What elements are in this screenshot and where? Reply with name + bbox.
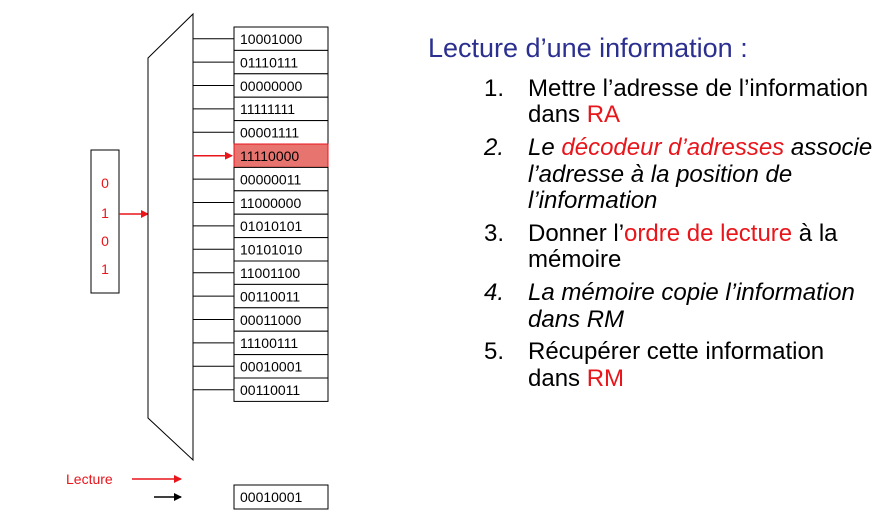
memory-cells: 10001000 01110111 00000000 11111111 00001111… <box>193 26 329 402</box>
panel-title-text: Lecture d’une information <box>428 33 733 63</box>
memory-cell-value: 11110000 <box>240 148 299 164</box>
panel-title-suffix: : <box>732 33 748 63</box>
step-highlight: RA <box>586 101 621 129</box>
step-item: 3. Donner l’ordre de lecture à la mémoir… <box>428 219 878 274</box>
step-item: 5. Récupérer cette information dans RM <box>428 339 878 392</box>
memory-cell-value: 11000000 <box>240 195 301 211</box>
memory-cell-value: 00110011 <box>240 288 300 304</box>
memory-cell-value: 11001100 <box>240 265 300 281</box>
step-text: à la mémoire <box>528 219 838 274</box>
memory-cell-value: 00011000 <box>240 312 301 328</box>
memory-cell-value: 00110011 <box>240 382 300 398</box>
memory-cell-value: 10101010 <box>240 242 303 258</box>
step-number: 5. <box>484 338 505 366</box>
memory-cell-value: 11111111 <box>240 101 295 117</box>
step-text: Le <box>528 133 562 161</box>
ra-bit: 0 <box>101 175 109 191</box>
memory-cell <box>233 377 329 402</box>
memory-cell-value: 00000000 <box>240 78 303 94</box>
data-register-rm: 00010001 <box>233 484 329 510</box>
explanation-panel: Lecture d’une information : 1. Mettre l’… <box>428 33 878 399</box>
step-text: Mettre l’adresse de l’information dans <box>528 74 869 129</box>
step-number: 2. <box>484 133 505 161</box>
memory-cell-value: 11100111 <box>240 335 298 351</box>
memory-diagram: 0 1 0 1 10001000011101110000000011111111… <box>66 12 329 510</box>
memory-cell-value: 00001111 <box>240 125 299 141</box>
step-text: Récupérer cette information dans <box>528 338 825 392</box>
step-number: 1. <box>484 74 505 102</box>
address-decoder <box>147 12 194 462</box>
memory-cell-value: 01110111 <box>240 54 298 70</box>
ra-bit: 1 <box>101 261 109 277</box>
step-number: 4. <box>484 279 505 307</box>
step-text: associe l’adresse à la position de l’inf… <box>528 133 873 215</box>
step-highlight: ordre de lecture <box>624 219 793 247</box>
step-item: 4. La mémoire copie l’information dans R… <box>428 279 878 333</box>
step-item: 2. Le décodeur d’adresses associe l’adre… <box>428 133 878 215</box>
lecture-label: Lecture <box>66 471 113 487</box>
step-item: 1. Mettre l’adresse de l’information dan… <box>428 74 878 129</box>
memory-cell-value: 10001000 <box>240 31 303 47</box>
memory-cell-value: 01010101 <box>240 218 303 234</box>
step-highlight: RM <box>586 364 625 392</box>
step-text: Donner l’ <box>528 219 625 247</box>
ra-bit: 1 <box>101 205 109 221</box>
step-text: La mémoire copie l’information dans RM <box>528 279 855 333</box>
address-register-ra: 0 1 0 1 <box>90 149 120 294</box>
panel-title: Lecture d’une information : <box>428 33 878 64</box>
ra-bit: 0 <box>101 233 109 249</box>
memory-cell-value: 00010001 <box>240 359 303 375</box>
memory-cell-value: 00000011 <box>240 171 301 187</box>
step-number: 3. <box>484 219 505 247</box>
step-highlight: décodeur d’adresses <box>561 133 785 161</box>
steps-list: 1. Mettre l’adresse de l’information dan… <box>428 74 878 393</box>
rm-value: 00010001 <box>240 489 303 505</box>
